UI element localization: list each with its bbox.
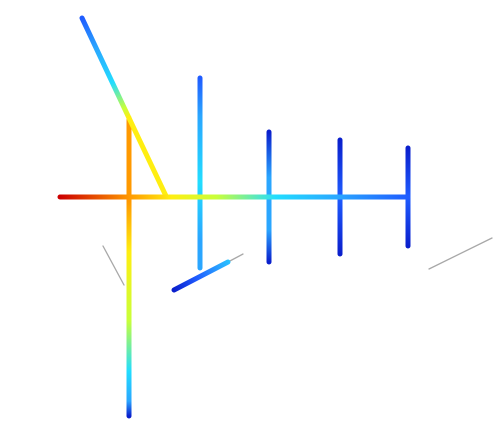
thin-line-right [428, 237, 493, 270]
upper-diagonal-element [79, 15, 132, 121]
thin-line-feed [227, 253, 244, 263]
feed-stub [171, 259, 231, 293]
thin-line-left [102, 245, 125, 286]
lower-diagonal-element [126, 115, 169, 199]
